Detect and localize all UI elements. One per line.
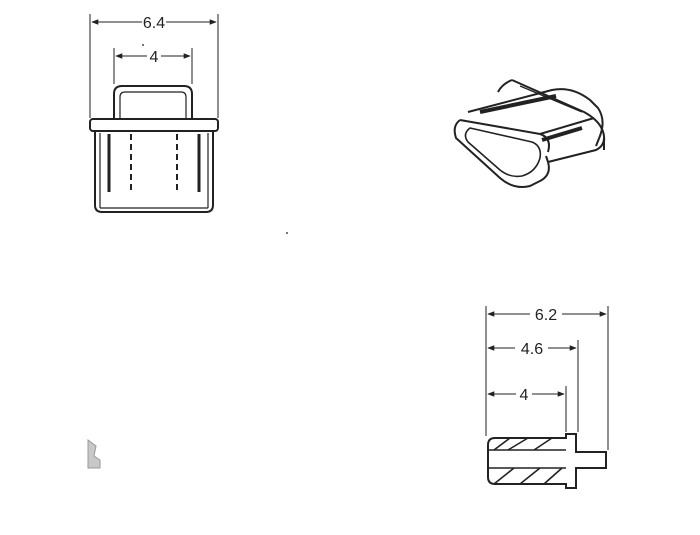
dim-label-side-overall: 6.2 [535,307,557,324]
front-view-body [94,131,214,213]
front-view-flange [89,118,219,132]
side-view-body [487,433,607,489]
front-view [89,85,219,213]
isometric-front-face [453,119,550,188]
dim-label-front-inner: 4 [150,49,159,66]
dim-label-side-middle: 4.6 [521,341,543,358]
scan-artifact [87,44,288,469]
side-view-dimensions [485,306,609,450]
dim-label-front-overall: 6.4 [143,15,165,32]
side-view [487,433,607,489]
front-view-dimensions [89,14,219,118]
dim-label-side-inner: 4 [520,387,529,404]
front-view-handle [113,85,193,120]
isometric-view [453,79,606,188]
